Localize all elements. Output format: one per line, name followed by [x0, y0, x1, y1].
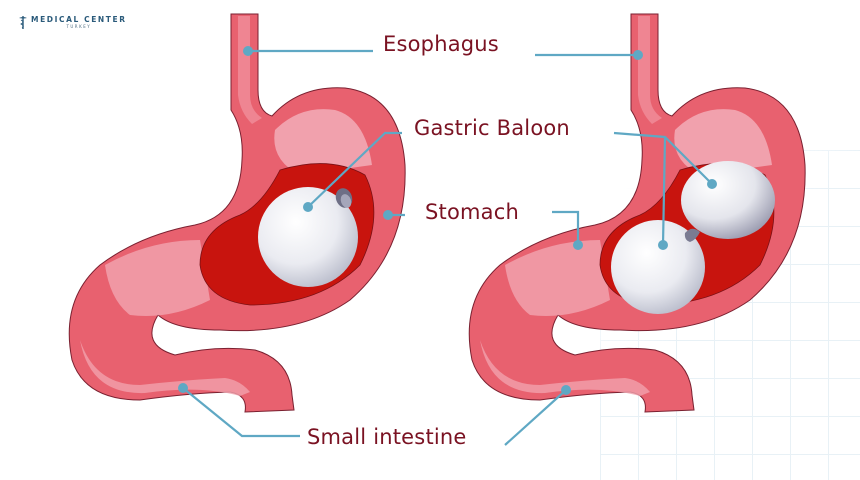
label-gastric-balloon: Gastric Baloon	[414, 116, 570, 140]
stomach-right	[468, 13, 806, 413]
leader-lines	[182, 49, 713, 446]
label-small-intestine: Small intestine	[307, 425, 467, 449]
logo-subtitle: TURKEY	[66, 24, 92, 29]
label-stomach: Stomach	[425, 200, 519, 224]
caduceus-icon	[19, 16, 27, 29]
gastric-balloons-right	[611, 161, 775, 314]
leader-dots	[178, 46, 717, 395]
logo-name: MEDICAL CENTER	[31, 15, 127, 24]
gastric-balloon-left	[258, 187, 358, 287]
stomach-left	[68, 13, 406, 413]
label-esophagus: Esophagus	[383, 32, 499, 56]
logo: MEDICAL CENTER TURKEY	[18, 15, 127, 29]
